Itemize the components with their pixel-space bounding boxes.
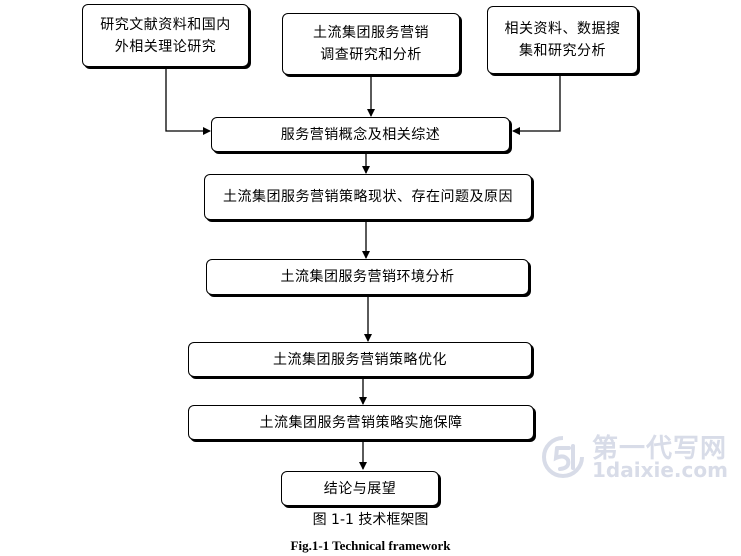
watermark-text-chinese: 第一代写网 — [592, 434, 728, 464]
step-box-environment-analysis-label: 土流集团服务营销环境分析 — [280, 269, 455, 285]
step-box-environment-analysis: 土流集团服务营销环境分析 — [206, 259, 529, 295]
step-box-concept-review-label: 服务营销概念及相关综述 — [280, 126, 441, 143]
figure-caption-chinese: 图 1-1 技术框架图 — [312, 512, 429, 528]
source-box-literature-label: 研究文献资料和国内 外相关理论研究 — [100, 16, 231, 55]
step-box-current-status-label: 土流集团服务营销策略现状、存在问题及原因 — [223, 189, 513, 205]
step-box-current-status: 土流集团服务营销策略现状、存在问题及原因 — [204, 174, 532, 220]
watermark-logo-icon — [542, 436, 584, 478]
step-box-implementation-guarantee: 土流集团服务营销策略实施保障 — [188, 405, 534, 440]
source-box-survey-label: 土流集团服务营销 调查研究和分析 — [313, 25, 429, 63]
step-box-conclusion: 结论与展望 — [281, 471, 439, 506]
arrow-left-source-to-concept — [165, 68, 211, 135]
step-box-conclusion-label: 结论与展望 — [323, 480, 397, 497]
step-box-implementation-guarantee-label: 土流集团服务营销策略实施保障 — [259, 414, 463, 431]
source-box-literature: 研究文献资料和国内 外相关理论研究 — [82, 4, 249, 67]
source-box-data-collection-label: 相关资料、数据搜 集和研究分析 — [504, 21, 621, 59]
step-box-strategy-optimization: 土流集团服务营销策略优化 — [188, 342, 532, 377]
watermark: 第一代写网 1daixie.com — [540, 428, 730, 484]
source-box-data-collection: 相关资料、数据搜 集和研究分析 — [487, 6, 638, 74]
arrow-right-source-to-concept — [512, 75, 561, 135]
step-box-concept-review: 服务营销概念及相关综述 — [211, 117, 510, 152]
figure-caption-english: Fig.1-1 Technical framework — [290, 538, 451, 553]
source-box-survey: 土流集团服务营销 调查研究和分析 — [282, 13, 460, 75]
step-box-strategy-optimization-label: 土流集团服务营销策略优化 — [273, 351, 447, 368]
watermark-text-url: 1daixie.com — [592, 458, 728, 482]
